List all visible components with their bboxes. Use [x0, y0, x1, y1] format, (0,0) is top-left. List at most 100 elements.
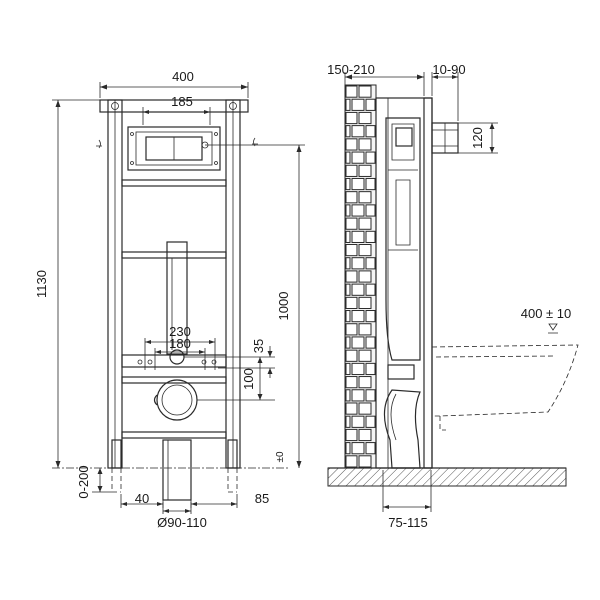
dim-pipe-spacing-inner: 180 — [169, 336, 191, 351]
wall-brick — [358, 270, 372, 283]
wall-brick — [351, 283, 365, 296]
wall-brick — [351, 230, 365, 243]
wall-brick — [351, 362, 365, 376]
wall-brick — [351, 151, 365, 164]
dim-foot-right: 85 — [255, 491, 269, 506]
wall-brick — [345, 177, 351, 191]
wall-brick — [345, 257, 351, 270]
left-inlet-icon — [96, 139, 102, 149]
wall-brick — [358, 428, 372, 442]
wall-brick — [345, 204, 351, 217]
wall-brick — [345, 283, 351, 296]
wall-brick — [345, 376, 358, 389]
wall-brick — [358, 376, 372, 389]
dim-inlet-height: 120 — [470, 127, 485, 149]
wall-brick — [345, 402, 358, 415]
wall-brick — [345, 336, 351, 349]
dim-bowl-height: 400 ± 10 — [521, 306, 572, 321]
right-inlet-icon — [252, 137, 258, 147]
dim-foot-left: 40 — [135, 491, 149, 506]
wall-brick — [351, 204, 365, 217]
wall-brick — [351, 98, 365, 111]
wall-brick — [365, 389, 376, 402]
wall-brick — [345, 270, 358, 283]
flush-pipe — [166, 241, 188, 355]
wall-brick — [345, 111, 358, 125]
wall-brick — [345, 428, 358, 442]
wall-brick — [351, 389, 365, 402]
wall-brick — [358, 323, 372, 336]
dim-drain-diameter: Ø90-110 — [157, 515, 207, 530]
wall-brick — [365, 257, 376, 270]
wall-brick — [365, 151, 376, 164]
wall-brick — [358, 164, 372, 177]
wall-brick — [358, 217, 372, 230]
wall-brick — [358, 243, 372, 257]
wall-brick — [365, 177, 376, 191]
wall-brick — [345, 415, 351, 428]
dim-floor-range: 75-115 — [388, 515, 428, 530]
wall-brick — [345, 296, 358, 310]
wall-brick — [345, 164, 358, 177]
dim-frame-gap: 10-90 — [432, 62, 465, 77]
floor-hatch — [327, 467, 567, 487]
wall-brick — [365, 230, 376, 243]
wall-brick — [351, 415, 365, 428]
wall-brick — [345, 217, 358, 230]
wall-brick — [351, 177, 365, 191]
dim-total-height: 1130 — [34, 270, 49, 298]
wall-brick — [345, 323, 358, 336]
wall-brick — [358, 111, 372, 125]
wall-brick — [365, 204, 376, 217]
wall-brick — [345, 138, 358, 151]
wall-brick — [345, 243, 358, 257]
wall-brick — [358, 455, 372, 468]
wall-brick — [345, 310, 351, 323]
dim-top-width: 185 — [171, 94, 193, 109]
wall-brick — [358, 85, 372, 98]
wall-brick — [345, 125, 351, 138]
wall-brick — [365, 98, 376, 111]
floor-zero-label: ±0 — [275, 451, 286, 462]
wall-brick — [345, 191, 358, 204]
wall-brick — [351, 125, 365, 138]
wall-brick — [351, 442, 365, 455]
dim-wall-depth: 150-210 — [327, 62, 375, 77]
flush-plate — [127, 126, 221, 171]
wall-brick — [358, 138, 372, 151]
dim-floor-adjust: 0-200 — [76, 465, 91, 498]
front-view: 400 185 1130 1000 230 180 35 — [34, 69, 305, 530]
wall-brick — [345, 85, 358, 98]
wall-brick — [358, 349, 372, 362]
wall-hung-bowl — [431, 344, 579, 417]
dim-frame-width: 400 — [172, 69, 194, 84]
drain-pipe — [162, 439, 192, 501]
level-marker-icon — [548, 323, 558, 334]
wall-brick — [365, 415, 376, 428]
wall-brick — [345, 362, 351, 376]
wall-brick — [345, 98, 351, 111]
wall-brick — [345, 349, 358, 362]
wall-brick — [365, 310, 376, 323]
cistern — [385, 117, 421, 361]
wall-brick — [358, 296, 372, 310]
wall-brick — [365, 336, 376, 349]
wall-brick — [345, 442, 351, 455]
wall-brick — [351, 257, 365, 270]
wall-brick — [345, 455, 358, 468]
drain-outlet — [156, 379, 198, 421]
wall-brick — [351, 336, 365, 349]
wall-brick — [365, 283, 376, 296]
wall-brick — [358, 191, 372, 204]
dim-pipe-offset-small: 35 — [251, 339, 266, 353]
wall-brick — [345, 230, 351, 243]
wall-brick — [345, 151, 351, 164]
brick-wall — [344, 84, 377, 469]
dim-pipe-offset-large: 100 — [241, 368, 256, 390]
wall-brick — [351, 310, 365, 323]
dim-pipe-spacing-outer: 230 — [169, 324, 191, 339]
side-view: 150-210 10-90 120 400 ± 10 75-115 — [327, 62, 579, 530]
wall-brick — [365, 362, 376, 376]
wall-brick — [365, 442, 376, 455]
